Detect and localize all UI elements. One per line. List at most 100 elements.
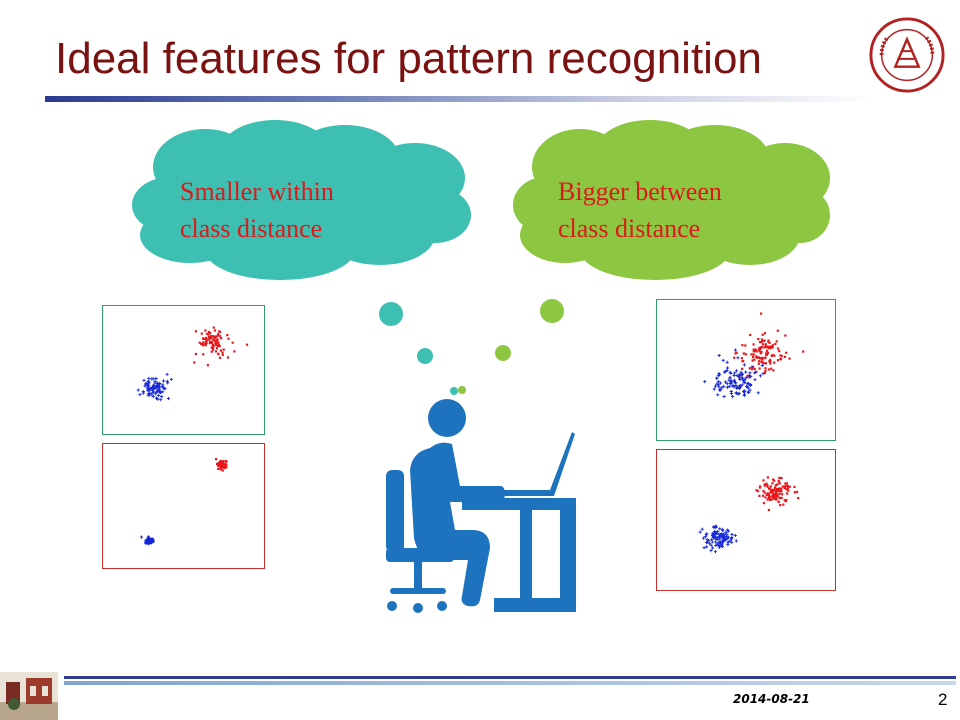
- data-point: [774, 486, 777, 489]
- data-point: [746, 374, 749, 377]
- data-point: [713, 550, 717, 554]
- data-point: [777, 347, 780, 350]
- scatter-plot-top-left: [102, 305, 265, 435]
- scatter-canvas: [139, 458, 228, 546]
- data-point: [746, 382, 751, 386]
- data-point: [722, 384, 726, 388]
- data-point: [786, 492, 789, 495]
- data-point: [744, 344, 747, 347]
- data-point: [146, 379, 150, 383]
- data-point: [139, 535, 143, 539]
- data-point: [780, 354, 783, 358]
- data-point: [773, 488, 776, 491]
- data-point: [776, 329, 779, 332]
- data-point: [768, 360, 771, 363]
- series-red-points: [733, 312, 805, 377]
- data-point: [202, 341, 205, 344]
- scatter-plot-bottom-left: [102, 443, 265, 569]
- data-point: [764, 362, 767, 365]
- data-point: [728, 370, 732, 374]
- data-point: [736, 392, 740, 396]
- data-point: [775, 340, 778, 343]
- data-point: [765, 482, 768, 485]
- data-point: [217, 353, 220, 356]
- data-point: [767, 368, 770, 371]
- data-point: [729, 389, 733, 394]
- data-point: [744, 376, 748, 380]
- data-point: [781, 493, 784, 496]
- data-point: [204, 329, 207, 332]
- data-point: [765, 493, 768, 496]
- data-point: [764, 496, 767, 499]
- data-point: [724, 535, 728, 539]
- data-point: [742, 352, 745, 355]
- data-point: [735, 351, 738, 354]
- data-point: [725, 533, 729, 537]
- data-point: [747, 375, 751, 379]
- data-point: [212, 326, 215, 329]
- data-point: [752, 356, 755, 359]
- data-point: [751, 368, 754, 371]
- data-point: [718, 539, 722, 543]
- data-point: [753, 367, 756, 371]
- data-point: [157, 384, 161, 388]
- data-point: [767, 496, 770, 499]
- page-number: 2: [938, 690, 948, 709]
- data-point: [733, 533, 737, 537]
- data-point: [703, 380, 707, 384]
- data-point: [146, 388, 150, 392]
- data-point: [764, 369, 767, 373]
- data-point: [209, 332, 212, 335]
- data-point: [226, 356, 230, 359]
- data-point: [776, 359, 780, 362]
- data-point: [154, 396, 159, 400]
- data-point: [714, 540, 718, 544]
- data-point: [706, 540, 710, 544]
- data-point: [758, 374, 762, 378]
- data-point: [785, 488, 788, 491]
- data-point: [766, 476, 769, 479]
- data-point: [712, 535, 716, 539]
- data-point: [768, 487, 771, 490]
- data-point: [216, 341, 219, 344]
- data-point: [753, 371, 757, 375]
- data-point: [741, 367, 744, 370]
- data-point: [722, 395, 726, 399]
- data-point: [729, 538, 733, 542]
- data-point: [762, 362, 766, 365]
- data-point: [774, 495, 777, 498]
- data-point: [715, 376, 719, 380]
- data-point: [194, 330, 197, 333]
- data-point: [193, 361, 196, 364]
- data-point: [793, 491, 796, 494]
- data-point: [767, 339, 770, 342]
- data-point: [770, 345, 773, 348]
- data-point: [755, 489, 758, 492]
- data-point: [211, 343, 215, 346]
- data-point: [774, 484, 778, 487]
- data-point: [734, 352, 737, 355]
- data-point: [207, 335, 211, 338]
- data-point: [221, 351, 224, 354]
- data-point: [767, 347, 770, 350]
- data-point: [221, 466, 224, 469]
- data-point: [770, 367, 773, 370]
- data-point: [166, 381, 170, 385]
- data-point: [214, 343, 218, 346]
- data-point: [775, 491, 778, 494]
- data-point: [217, 341, 220, 344]
- data-point: [732, 373, 736, 377]
- data-point: [738, 383, 742, 388]
- data-point: [772, 497, 775, 500]
- data-point: [220, 337, 223, 340]
- data-point: [777, 479, 780, 482]
- data-point: [778, 487, 781, 490]
- left-cloud-line2: class distance: [180, 214, 323, 243]
- data-point: [763, 356, 766, 359]
- data-point: [714, 530, 718, 534]
- data-point: [745, 384, 749, 388]
- data-point: [766, 352, 770, 355]
- data-point: [221, 353, 224, 356]
- data-point: [762, 343, 765, 346]
- series-blue-points: [136, 372, 173, 402]
